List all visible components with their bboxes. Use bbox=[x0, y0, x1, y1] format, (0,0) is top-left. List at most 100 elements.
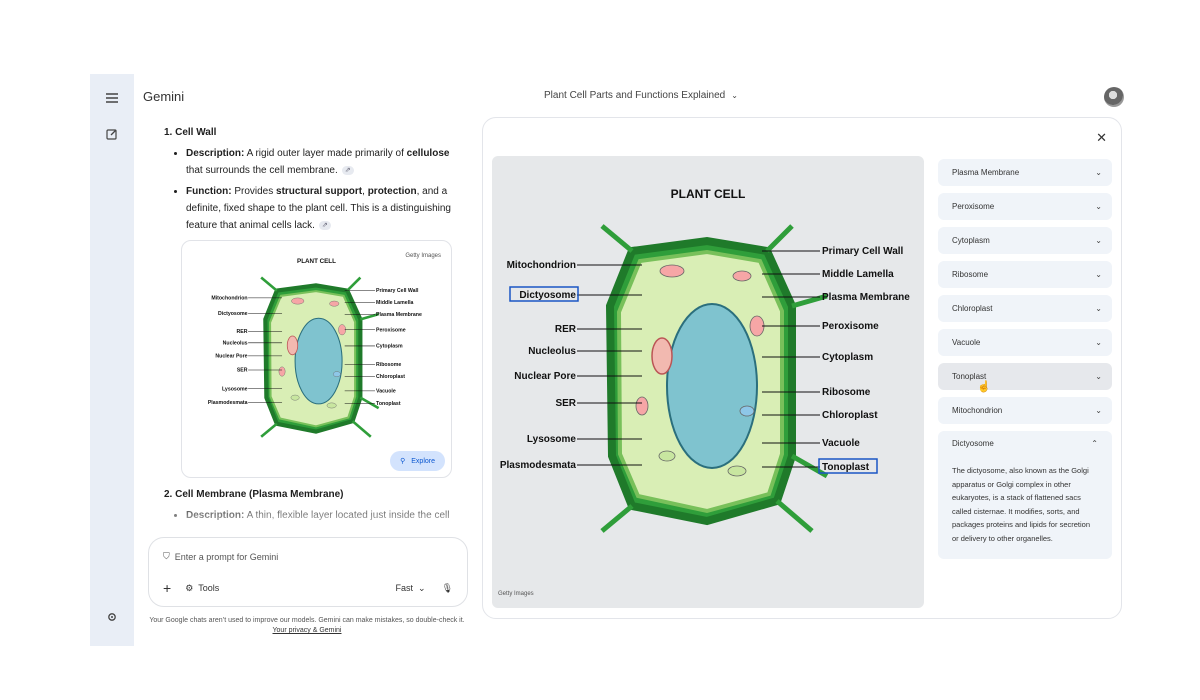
label-left: Lysosome bbox=[527, 434, 577, 445]
label-right: Peroxisome bbox=[376, 327, 406, 333]
tools-button[interactable]: ⚙ Tools bbox=[185, 582, 220, 594]
wall-extension bbox=[600, 504, 634, 533]
label-right: Tonoplast bbox=[376, 401, 401, 407]
organelle-shape bbox=[290, 394, 300, 401]
label-right: Ribosome bbox=[376, 362, 401, 368]
label-left: Nuclear Pore bbox=[514, 371, 576, 382]
label-left: Dictyosome bbox=[519, 290, 576, 301]
wall-extension bbox=[791, 293, 828, 309]
vacuole-shape bbox=[666, 303, 758, 469]
prompt-box[interactable]: ⛉ Enter a prompt for Gemini + ⚙ Tools Fa… bbox=[148, 537, 468, 607]
app-title: Gemini bbox=[143, 89, 185, 104]
label-right: Primary Cell Wall bbox=[822, 246, 904, 257]
wall-extension bbox=[359, 312, 379, 321]
organelle-shape bbox=[329, 300, 340, 307]
menu-icon[interactable] bbox=[102, 88, 122, 108]
label-left: Dictyosome bbox=[218, 311, 248, 317]
chevron-down-icon: ⌄ bbox=[1095, 168, 1102, 177]
list-item: Description: A rigid outer layer made pr… bbox=[186, 145, 465, 179]
organelle-shape bbox=[658, 450, 676, 462]
diagram-title: PLANT CELL bbox=[671, 187, 746, 201]
avatar[interactable] bbox=[1104, 87, 1124, 107]
list-item: Description: A thin, flexible layer loca… bbox=[186, 507, 465, 524]
chat-response: 1. Cell Wall Description: A rigid outer … bbox=[150, 118, 465, 528]
chevron-down-icon: ⌄ bbox=[1095, 236, 1102, 245]
prompt-input[interactable]: ⛉ Enter a prompt for Gemini bbox=[163, 551, 279, 562]
chevron-down-icon: ⌄ bbox=[731, 91, 738, 100]
label-right: Plasma Membrane bbox=[376, 312, 422, 318]
wall-extension bbox=[260, 422, 278, 438]
list-item: Function: Provides structural support, p… bbox=[186, 183, 465, 234]
label-left: Nuclear Pore bbox=[215, 353, 247, 359]
chat-title-text: Plant Cell Parts and Functions Explained bbox=[544, 90, 726, 101]
dictyosome-description: The dictyosome, also known as the Golgi … bbox=[952, 466, 1090, 543]
label-right: Plasma Membrane bbox=[822, 292, 910, 303]
label-right: Ribosome bbox=[822, 387, 871, 398]
organelle-shape bbox=[749, 315, 765, 337]
wall-extension bbox=[765, 224, 794, 253]
wall-extension bbox=[260, 276, 278, 292]
label-right: Middle Lamella bbox=[376, 300, 414, 306]
link-chip-icon[interactable]: ⇗ bbox=[318, 220, 331, 230]
label-left: Plasmodesmata bbox=[208, 400, 248, 406]
organelle-shape bbox=[332, 371, 341, 377]
parts-accordion: Plasma Membrane⌄ Peroxisome⌄ Cytoplasm⌄ … bbox=[938, 159, 1112, 559]
label-right: Cytoplasm bbox=[822, 352, 873, 363]
accordion-item-vacuole[interactable]: Vacuole⌄ bbox=[938, 329, 1112, 356]
add-icon[interactable]: + bbox=[163, 580, 172, 596]
organelle-shape bbox=[732, 270, 752, 282]
label-left: RER bbox=[237, 329, 248, 335]
nucleus-shape bbox=[286, 335, 299, 356]
label-right: Chloroplast bbox=[822, 410, 878, 421]
label-right: Primary Cell Wall bbox=[376, 288, 419, 294]
accordion-item-mitochondrion[interactable]: Mitochondrion⌄ bbox=[938, 397, 1112, 424]
new-chat-icon[interactable] bbox=[102, 124, 122, 144]
link-chip-icon[interactable]: ⇗ bbox=[341, 165, 354, 175]
label-left: Plasmodesmata bbox=[500, 460, 577, 471]
side-rail bbox=[90, 74, 134, 646]
chevron-down-icon: ⌄ bbox=[1095, 338, 1102, 347]
wall-extension bbox=[351, 420, 372, 438]
accordion-item-ribosome[interactable]: Ribosome⌄ bbox=[938, 261, 1112, 288]
label-right: Vacuole bbox=[376, 388, 396, 394]
organelle-shape bbox=[739, 405, 755, 417]
label-left: Mitochondrion bbox=[211, 295, 247, 301]
wall-extension bbox=[346, 276, 362, 292]
chevron-down-icon: ⌄ bbox=[1095, 304, 1102, 313]
accordion-item-chloroplast[interactable]: Chloroplast⌄ bbox=[938, 295, 1112, 322]
accordion-item-dictyosome-expanded[interactable]: Dictyosome⌃ The dictyosome, also known a… bbox=[938, 431, 1112, 559]
accordion-item-tonoplast[interactable]: Tonoplast⌄ bbox=[938, 363, 1112, 390]
organelle-shape bbox=[338, 324, 346, 336]
microphone-icon[interactable]: 🎙︎ bbox=[441, 582, 453, 593]
organelle-shape bbox=[635, 396, 649, 416]
image-credit: Getty Images bbox=[498, 591, 534, 597]
chevron-down-icon: ⌄ bbox=[1095, 202, 1102, 211]
label-left: Nucleolus bbox=[528, 346, 576, 357]
label-left: SER bbox=[555, 398, 576, 409]
accordion-item-cytoplasm[interactable]: Cytoplasm⌄ bbox=[938, 227, 1112, 254]
chevron-down-icon: ⌄ bbox=[1095, 372, 1102, 381]
disclaimer: Your Google chats aren’t used to improve… bbox=[149, 617, 465, 634]
settings-gear-icon[interactable] bbox=[102, 607, 122, 627]
diagram-title: PLANT CELL bbox=[297, 258, 336, 265]
accordion-item-plasma-membrane[interactable]: Plasma Membrane⌄ bbox=[938, 159, 1112, 186]
explore-button[interactable]: ⚲ Explore bbox=[390, 451, 445, 471]
accordion-item-peroxisome[interactable]: Peroxisome⌄ bbox=[938, 193, 1112, 220]
chat-title-dropdown[interactable]: Plant Cell Parts and Functions Explained… bbox=[544, 90, 738, 101]
vacuole-shape bbox=[294, 317, 343, 405]
chevron-down-icon: ⌄ bbox=[1095, 406, 1102, 415]
mode-selector[interactable]: Fast ⌄ bbox=[395, 582, 426, 594]
label-left: SER bbox=[237, 368, 248, 374]
label-left: Nucleolus bbox=[223, 340, 248, 346]
label-right: Cytoplasm bbox=[376, 344, 403, 350]
label-left: RER bbox=[555, 324, 577, 335]
section-title-cell-membrane: 2. Cell Membrane (Plasma Membrane) bbox=[164, 489, 344, 500]
close-icon[interactable]: ✕ bbox=[1096, 130, 1107, 145]
label-left: Mitochondrion bbox=[507, 260, 576, 271]
organelle-shape bbox=[659, 264, 685, 278]
privacy-link[interactable]: Your privacy & Gemini bbox=[272, 627, 342, 634]
